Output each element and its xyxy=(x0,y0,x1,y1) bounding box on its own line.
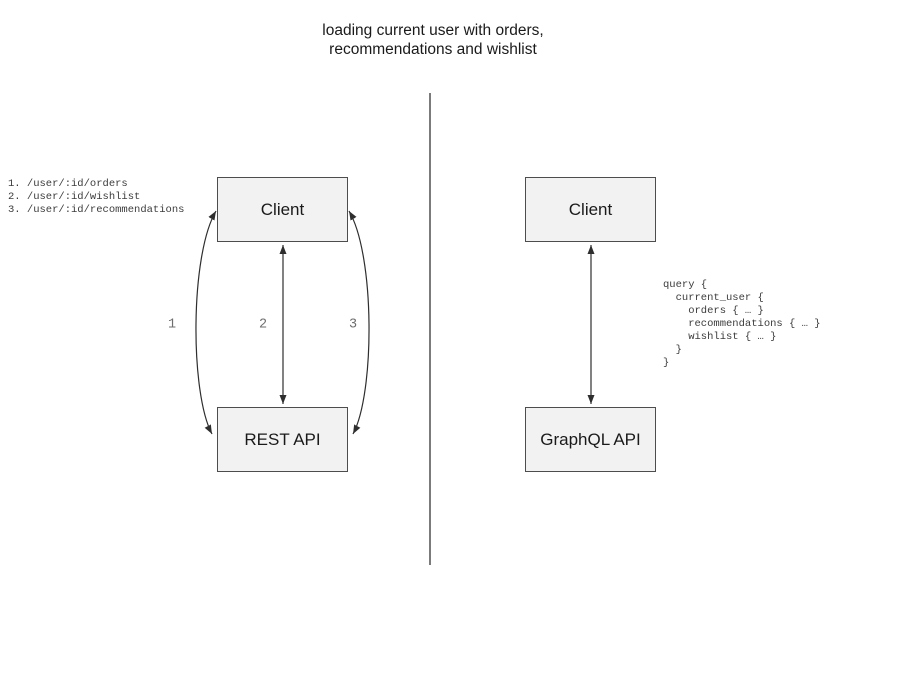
rest-client-box: Client xyxy=(217,177,348,242)
graphql-client-box: Client xyxy=(525,177,656,242)
graphql-query-note: query { current_user { orders { … } reco… xyxy=(663,279,821,369)
diagram-title: loading current user with orders, recomm… xyxy=(322,21,543,59)
diagram-title-line1: loading current user with orders, xyxy=(322,22,544,39)
rest-client-box-label: Client xyxy=(260,199,305,219)
diagram-title-line2: recommendations and wishlist xyxy=(329,41,537,58)
rest-api-box-label: REST API xyxy=(244,429,321,449)
graphql-api-box-label: GraphQL API xyxy=(540,429,641,449)
rest-arrow-1-curve xyxy=(195,210,217,435)
arrow-label-3: 3 xyxy=(348,317,358,333)
arrow-label-2: 2 xyxy=(258,317,268,333)
graphql-api-box: GraphQL API xyxy=(525,407,656,472)
graphql-client-box-label: Client xyxy=(568,199,613,219)
rest-api-box: REST API xyxy=(217,407,348,472)
arrow-label-1: 1 xyxy=(167,317,177,333)
rest-endpoints-note: 1. /user/:id/orders 2. /user/:id/wishlis… xyxy=(8,178,185,216)
